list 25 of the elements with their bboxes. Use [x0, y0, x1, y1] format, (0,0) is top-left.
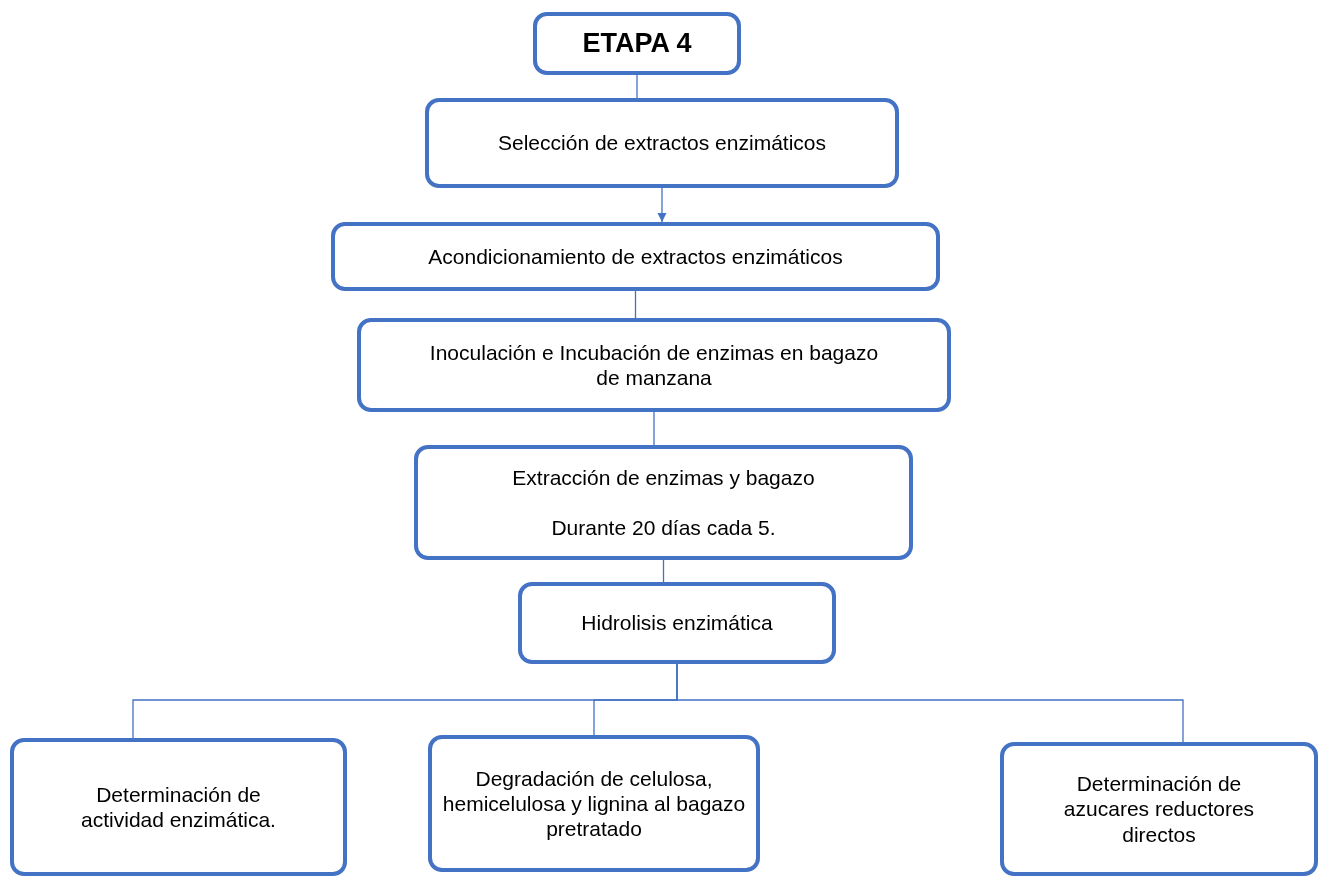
process-box: [428, 735, 760, 872]
step-text: Extracción de enzimas y bagazo: [512, 465, 815, 491]
step-text: Acondicionamiento de extractos enzimáticos: [428, 243, 843, 270]
step-text: Degradación de celulosa, hemicelulosa y lignina al bagazo pretratado: [442, 765, 746, 842]
step-text: Durante 20 días cada 5.: [551, 514, 776, 540]
process-box: [10, 738, 347, 876]
step-text: Selección de extractos enzimáticos: [498, 130, 826, 156]
stage-title: ETAPA 4: [582, 27, 692, 60]
process-box: [357, 318, 951, 412]
connector-line: [653, 411, 655, 446]
connector-line: [662, 559, 665, 583]
process-box: [425, 98, 899, 188]
process-box: [331, 222, 940, 291]
step-text: Inoculación e Incubación de enzimas en bagazo de manzana: [428, 339, 880, 391]
connector-line: [657, 187, 667, 223]
process-box: [414, 445, 913, 560]
process-box: [518, 582, 836, 664]
process-box: [533, 12, 741, 75]
connector-line: [676, 663, 1184, 743]
step-text: Determinación de actividad enzimática.: [80, 781, 277, 833]
step-text: Hidrolisis enzimática: [581, 610, 773, 636]
connector-line: [636, 74, 638, 99]
process-box: [1000, 742, 1318, 876]
step-text: Determinación de azucares reductores directos: [1062, 771, 1256, 847]
connector-line: [634, 290, 637, 319]
